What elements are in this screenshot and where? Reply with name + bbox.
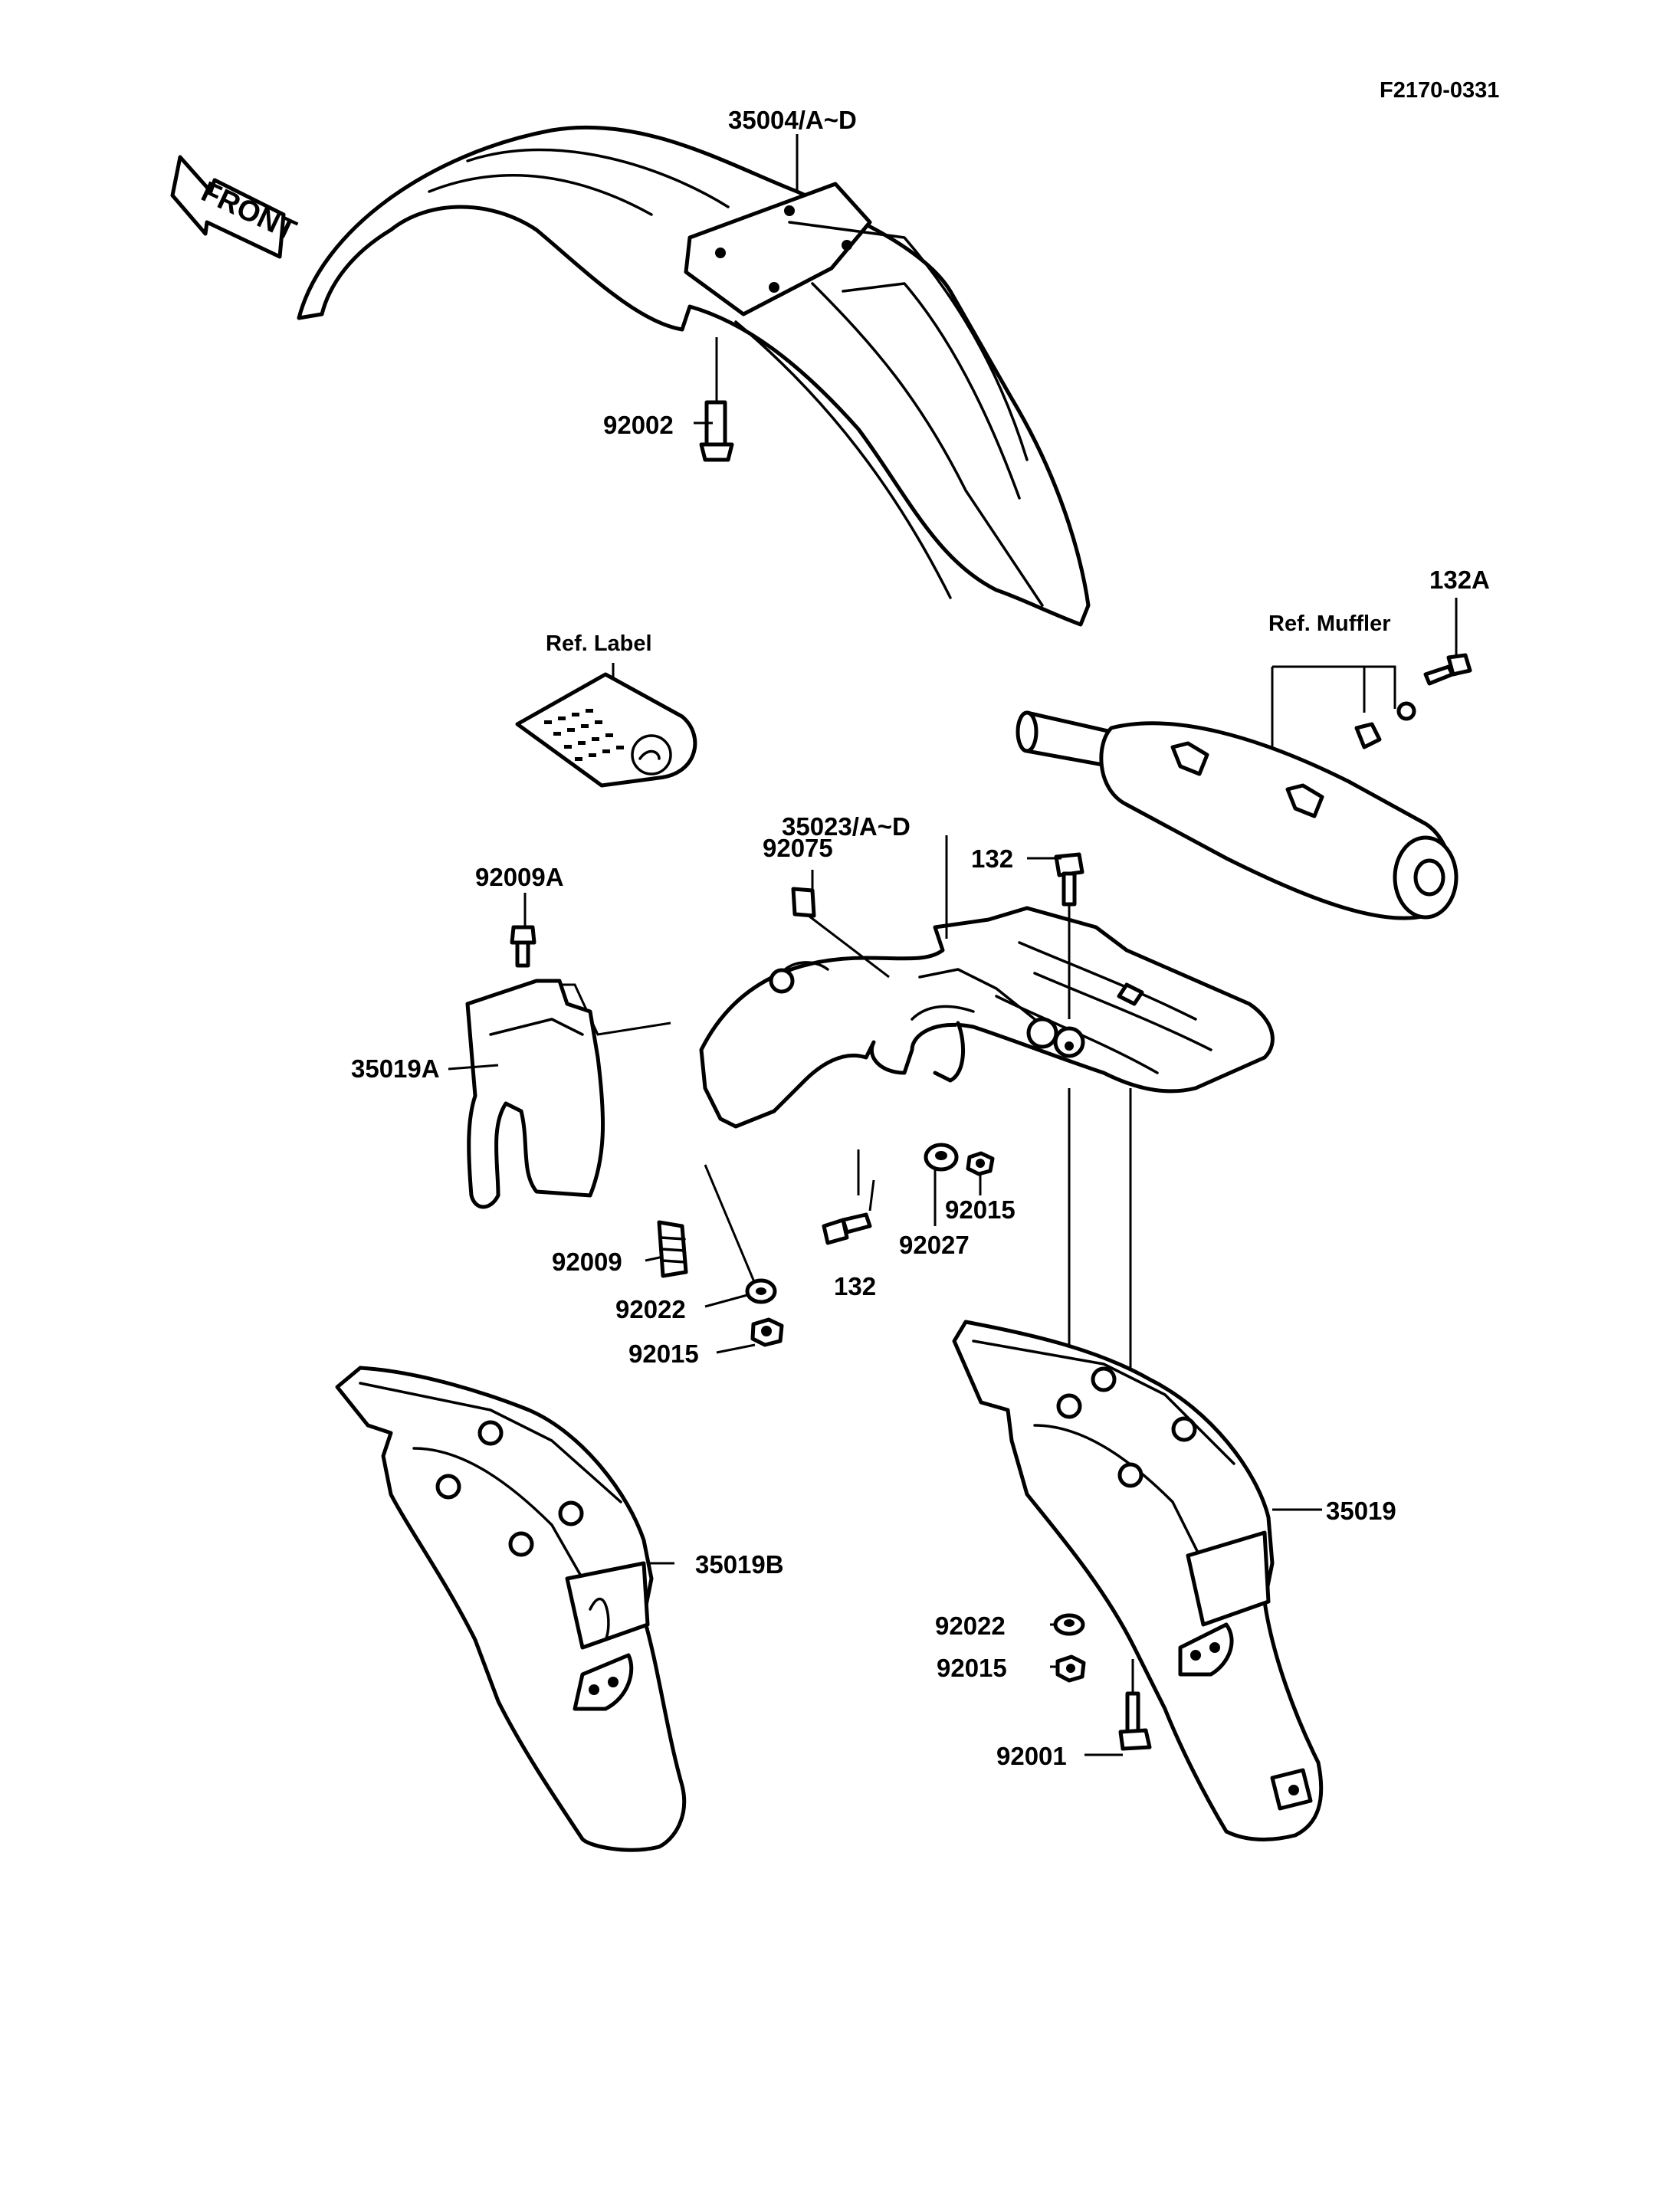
label-92075: 92075	[763, 834, 833, 862]
label-ref-label: Ref. Label	[546, 631, 652, 656]
bolt-132-top-icon	[1054, 852, 1084, 1019]
bolt-132a-icon	[1423, 598, 1472, 686]
leader-lines	[448, 134, 1322, 1756]
reference-muffler-drawing	[1016, 665, 1459, 920]
label-92022-left: 92022	[615, 1295, 686, 1323]
label-35023: 35023/A~D	[782, 812, 911, 841]
label-132-bottom: 132	[834, 1272, 877, 1300]
label-92009a: 92009A	[475, 863, 564, 891]
reference-label-drawing	[515, 663, 697, 788]
nut-92015-mid-icon	[966, 1151, 995, 1195]
label-92001: 92001	[996, 1742, 1067, 1770]
label-92022-right: 92022	[935, 1612, 1006, 1640]
label-92009: 92009	[552, 1248, 622, 1276]
label-35019a: 35019A	[351, 1054, 440, 1083]
spacer-92009-icon	[657, 1220, 688, 1278]
nut-92015-left-icon	[750, 1317, 784, 1347]
bolt-132-bottom-icon	[822, 1149, 875, 1245]
label-92027: 92027	[899, 1231, 970, 1259]
label-35019b: 35019B	[695, 1550, 784, 1579]
label-132-top: 132	[971, 844, 1014, 873]
label-35004: 35004/A~D	[728, 106, 857, 134]
grommet-92075-icon	[791, 887, 890, 979]
label-ref-muffler: Ref. Muffler	[1268, 612, 1391, 636]
label-35019: 35019	[1326, 1497, 1396, 1525]
label-92015-left: 92015	[628, 1340, 699, 1368]
rear-flap-35019b-drawing	[335, 1366, 687, 1852]
front-fender-drawing	[297, 125, 1091, 627]
rear-fender-drawing	[699, 906, 1275, 1129]
front-arrow-icon: FRONT	[170, 155, 301, 259]
bolt-92002-icon	[699, 337, 734, 462]
figure-code: F2170-0331	[1380, 78, 1500, 103]
flap-35019a-drawing	[465, 979, 671, 1209]
bolt-92009a-icon	[510, 925, 536, 968]
rear-flap-35019-drawing	[952, 1088, 1324, 1841]
nut-92015-right-icon	[1055, 1654, 1086, 1683]
label-92002: 92002	[603, 411, 674, 439]
bolt-92001-icon	[1118, 1659, 1152, 1751]
washer-92022-right-icon	[1053, 1613, 1085, 1636]
label-92015-right: 92015	[937, 1654, 1007, 1682]
washer-92022-left-icon	[745, 1278, 777, 1304]
collar-92027-icon	[924, 1143, 959, 1226]
label-92015-mid: 92015	[945, 1195, 1016, 1224]
label-132a: 132A	[1429, 566, 1490, 594]
